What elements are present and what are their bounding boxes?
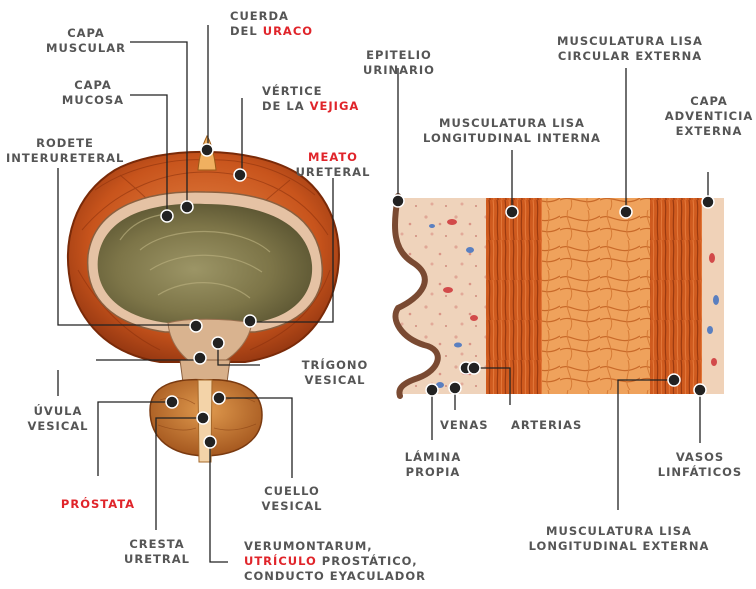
label-highlight: PRÓSTATA — [50, 497, 146, 512]
label-highlight: VEJIGA — [310, 99, 360, 113]
dot-cuello — [213, 392, 225, 404]
label-epitelio-urinario: EPITELIO URINARIO — [356, 48, 442, 78]
label-musc-long-interna: MUSCULATURA LISA LONGITUDINAL INTERNA — [412, 116, 612, 146]
label-text: CIRCULAR EXTERNA — [546, 49, 714, 64]
label-rodete-interureteral: RODETE INTERURETERAL — [6, 136, 124, 166]
label-prostata: PRÓSTATA — [50, 497, 146, 512]
dot-circ-ext — [620, 206, 632, 218]
label-text: TRÍGONO — [300, 358, 370, 373]
label-trigono-vesical: TRÍGONO VESICAL — [300, 358, 370, 388]
label-text: URETRAL — [112, 552, 202, 567]
label-lamina-propia: LÁMINA PROPIA — [398, 450, 468, 480]
dot-prostata — [166, 396, 178, 408]
label-text: MUSCULATURA LISA — [518, 524, 720, 539]
dot-linfaticos — [694, 384, 706, 396]
dot-vertice — [234, 169, 246, 181]
label-text: INTERURETERAL — [6, 151, 124, 166]
label-text: CUELLO — [252, 484, 332, 499]
label-text: VESICAL — [252, 499, 332, 514]
label-cresta-uretral: CRESTA URETRAL — [112, 537, 202, 567]
dot-muscular — [181, 201, 193, 213]
dot-long-int — [506, 206, 518, 218]
label-text: RODETE — [6, 136, 124, 151]
label-text: LONGITUDINAL EXTERNA — [518, 539, 720, 554]
label-text: MUSCULATURA LISA — [546, 34, 714, 49]
label-text: CAPA — [55, 78, 131, 93]
dot-uraco — [201, 144, 213, 156]
label-text: VESICAL — [18, 419, 98, 434]
dot-lamina — [426, 384, 438, 396]
label-vertice-vejiga: VÉRTICE DE LA VEJIGA — [262, 84, 359, 114]
label-text: EXTERNA — [664, 124, 754, 139]
label-highlight: URACO — [263, 24, 313, 38]
label-highlight: UTRÍCULO — [244, 554, 317, 568]
label-meato-ureteral: MEATO URETERAL — [290, 150, 376, 180]
label-text: EPITELIO — [356, 48, 442, 63]
label-cuello-vesical: CUELLO VESICAL — [252, 484, 332, 514]
label-musc-long-externa: MUSCULATURA LISA LONGITUDINAL EXTERNA — [518, 524, 720, 554]
label-text: CRESTA — [112, 537, 202, 552]
label-text: CONDUCTO EYACULADOR — [244, 569, 426, 584]
label-text: PROSTÁTICO, — [317, 554, 418, 568]
dot-meato — [244, 315, 256, 327]
inner-longitudinal-muscle — [486, 198, 542, 394]
label-uvula-vesical: ÚVULA VESICAL — [18, 404, 98, 434]
dot-trigono — [212, 337, 224, 349]
label-highlight: MEATO — [290, 150, 376, 165]
label-text: MUSCULATURA LISA — [412, 116, 612, 131]
label-vasos-linfaticos: VASOS LINFÁTICOS — [650, 450, 750, 480]
label-text: CAPA — [40, 26, 132, 41]
label-cuerda-uraco: CUERDA DEL URACO — [230, 9, 313, 39]
label-text: LINFÁTICOS — [650, 465, 750, 480]
label-text: CAPA — [664, 94, 754, 109]
dot-arterias-2 — [468, 362, 480, 374]
label-text: CUERDA — [230, 9, 313, 24]
label-text: URETERAL — [290, 165, 376, 180]
label-text: ADVENTICIA — [664, 109, 754, 124]
label-text: VÉRTICE — [262, 84, 359, 99]
label-venas: VENAS — [440, 418, 489, 433]
label-capa-mucosa: CAPA MUCOSA — [55, 78, 131, 108]
label-text: PROPIA — [398, 465, 468, 480]
label-text: VERUMONTARUM, — [244, 539, 426, 554]
label-text: URINARIO — [356, 63, 442, 78]
circular-muscle — [542, 198, 650, 394]
dot-venas — [449, 382, 461, 394]
label-text: VASOS — [650, 450, 750, 465]
dot-rodete — [190, 320, 202, 332]
dot-cresta — [197, 412, 209, 424]
label-verumontanum: VERUMONTARUM, UTRÍCULO PROSTÁTICO, CONDU… — [244, 539, 426, 584]
label-text: MUCOSA — [55, 93, 131, 108]
bladder-cavity — [98, 204, 312, 323]
outer-longitudinal-muscle — [650, 198, 702, 394]
label-capa-muscular: CAPA MUSCULAR — [40, 26, 132, 56]
label-text: ÚVULA — [18, 404, 98, 419]
dot-verum — [204, 436, 216, 448]
label-musc-circ-externa: MUSCULATURA LISA CIRCULAR EXTERNA — [546, 34, 714, 64]
dot-adventicia — [702, 196, 714, 208]
dot-uvula — [194, 352, 206, 364]
label-text: VENAS — [440, 418, 489, 433]
dot-long-ext — [668, 374, 680, 386]
label-text: VESICAL — [300, 373, 370, 388]
wall-cross-section — [380, 196, 724, 396]
label-arterias: ARTERIAS — [511, 418, 582, 433]
label-text: MUSCULAR — [40, 41, 132, 56]
label-text: LONGITUDINAL INTERNA — [412, 131, 612, 146]
label-text: DEL — [230, 24, 263, 38]
dot-epitelio — [392, 195, 404, 207]
label-text: ARTERIAS — [511, 418, 582, 433]
label-capa-adventicia: CAPA ADVENTICIA EXTERNA — [664, 94, 754, 139]
label-text: DE LA — [262, 99, 310, 113]
label-text: LÁMINA — [398, 450, 468, 465]
dot-mucosa — [161, 210, 173, 222]
